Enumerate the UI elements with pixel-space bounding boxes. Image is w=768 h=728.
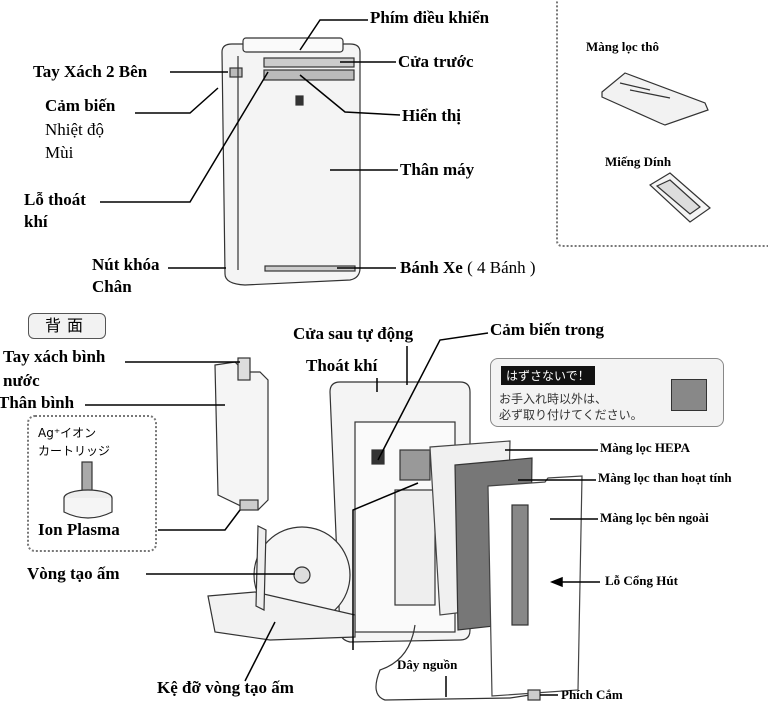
front-leader-lines bbox=[100, 19, 401, 269]
label-wheels: Bánh Xe ( 4 Bánh ) bbox=[400, 258, 536, 278]
label-sensor: Cảm biến bbox=[45, 96, 116, 115]
label-humidifier-wheel: Vòng tạo ấm bbox=[27, 564, 120, 583]
label-ion-cartridge-1: Ag⁺イオン bbox=[38, 426, 97, 440]
label-lock-2: Chân bbox=[92, 277, 132, 296]
notice-line-1: お手入れ時以外は、 bbox=[499, 392, 608, 406]
label-display: Hiển thị bbox=[402, 106, 462, 125]
outer-panel-illustration bbox=[487, 475, 583, 697]
ion-cartridge-box bbox=[27, 415, 157, 552]
back-view-tag: 背面 bbox=[28, 313, 106, 339]
label-prefilter: Màng lọc thô bbox=[586, 39, 659, 54]
label-sensor-odor: Mùi bbox=[45, 143, 74, 162]
label-auto-rear-door: Cửa sau tự động bbox=[293, 324, 414, 343]
label-sticker: Miếng Dính bbox=[605, 154, 672, 169]
sticker-illustration bbox=[649, 172, 711, 223]
label-inner-sensor: Cảm biến trong bbox=[490, 320, 604, 339]
label-sensor-temperature: Nhiệt độ bbox=[45, 120, 105, 139]
back-leader-lines bbox=[85, 332, 600, 697]
ion-cartridge-illustration bbox=[63, 461, 113, 519]
label-intake: Lỗ Cổng Hút bbox=[605, 573, 678, 588]
outer-panel-grid bbox=[511, 504, 529, 626]
label-carbon-filter: Màng lọc than hoạt tính bbox=[598, 470, 732, 485]
label-tank-handle-1: Tay xách bình bbox=[3, 347, 106, 366]
label-control-buttons: Phím điều khiển bbox=[370, 8, 490, 27]
notice-title: はずさないで！ bbox=[501, 366, 595, 385]
plug-illustration bbox=[527, 689, 541, 701]
label-tank-handle-2: nước bbox=[3, 371, 40, 390]
front-unit-illustration bbox=[221, 37, 361, 286]
water-tank-illustration bbox=[214, 357, 269, 511]
accessories-box bbox=[556, 0, 768, 247]
label-side-handles: Tay Xách 2 Bên bbox=[33, 62, 148, 81]
label-air-outlet-1: Lỗ thoát bbox=[24, 190, 86, 209]
label-ion-plasma: Ion Plasma bbox=[38, 520, 120, 539]
label-lock-1: Nút khóa bbox=[92, 255, 160, 274]
prefilter-illustration bbox=[601, 72, 709, 126]
notice-box: はずさないで！ お手入れ時以外は、 必ず取り付けてください。 bbox=[490, 358, 724, 427]
label-power-cord: Dây nguồn bbox=[397, 657, 458, 672]
label-front-door: Cửa trước bbox=[398, 52, 474, 71]
label-hepa-filter: Màng lọc HEPA bbox=[600, 440, 691, 455]
label-air-exhaust: Thoát khí bbox=[306, 356, 378, 375]
label-outer-filter: Màng lọc bên ngoài bbox=[600, 510, 709, 525]
power-cord-illustration bbox=[375, 624, 531, 701]
label-ion-cartridge-2: カートリッジ bbox=[38, 444, 111, 458]
label-plug: Phích Cắm bbox=[561, 687, 623, 702]
sensor-cube-icon bbox=[671, 379, 707, 411]
notice-line-2: 必ず取り付けてください。 bbox=[499, 408, 643, 422]
label-wheels-title: Bánh Xe bbox=[400, 258, 463, 277]
label-wheels-note: ( 4 Bánh ) bbox=[467, 258, 536, 277]
label-wheel-tray: Kệ đỡ vòng tạo ấm bbox=[157, 678, 294, 697]
label-air-outlet-2: khí bbox=[24, 212, 48, 231]
wheel-tray-illustration bbox=[207, 591, 356, 641]
label-tank-body: Thân bình bbox=[0, 393, 75, 412]
label-body: Thân máy bbox=[400, 160, 475, 179]
